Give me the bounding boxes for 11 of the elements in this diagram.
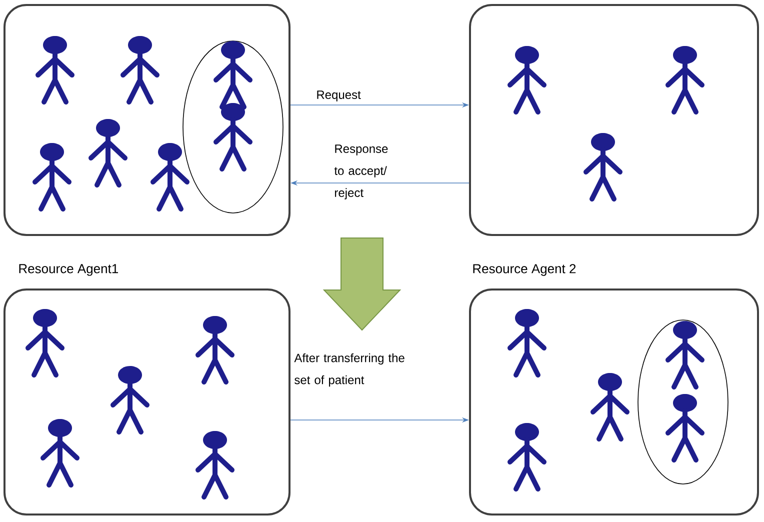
agent-box	[4, 288, 290, 516]
agent-box	[469, 4, 759, 236]
group-ellipse	[638, 320, 728, 484]
edge-label: After transferring the set of patient	[294, 353, 404, 387]
agent-box	[4, 4, 290, 236]
agent-label: Resource Agent 2	[473, 264, 576, 276]
group-ellipse	[182, 40, 284, 214]
edge-label: Request	[317, 90, 361, 102]
agent-box	[469, 288, 759, 516]
edge-label: Response to accept/ reject	[334, 144, 388, 200]
agent-label: Resource Agent1	[19, 264, 118, 276]
